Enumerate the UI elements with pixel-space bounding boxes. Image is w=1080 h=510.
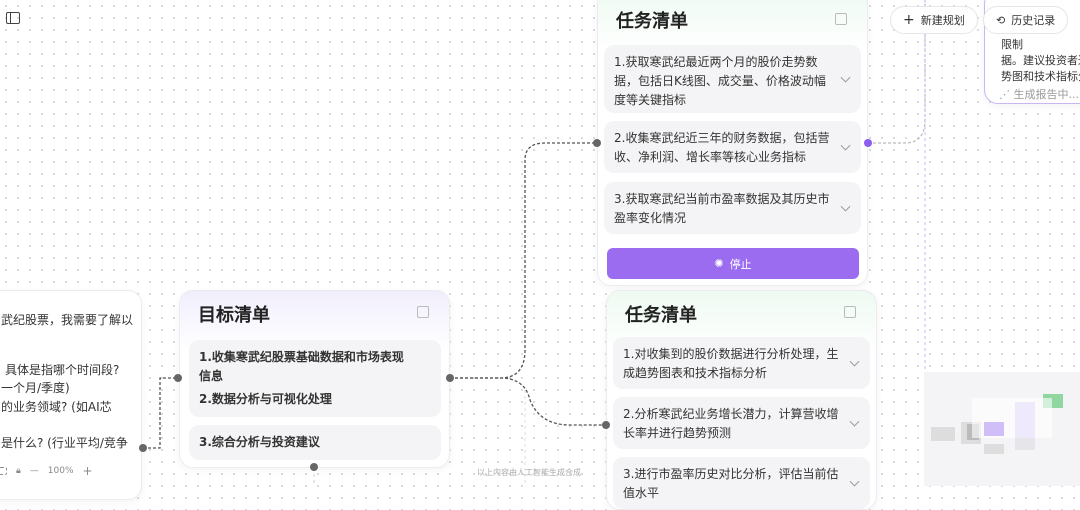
- chevron-down-icon[interactable]: [840, 140, 851, 151]
- chat-line: 武纪股票，我需要了解以: [1, 313, 134, 327]
- connector-node[interactable]: [602, 421, 610, 429]
- report-status: ⋰ 生成报告中...: [999, 88, 1079, 101]
- report-line: 势图和技术指标分: [1001, 70, 1080, 83]
- connector-lines: [143, 0, 926, 486]
- chat-line: 的业务领域? (如AI芯: [1, 400, 112, 414]
- task-card-1: 任务清单 1.获取寒武纪最近两个月的股价走势数据，包括日K线图、成交量、价格波动…: [597, 0, 868, 286]
- goal-card: 目标清单 1.收集寒武纪股票基础数据和市场表现信息 2.数据分析与可视化处理 3…: [179, 290, 450, 468]
- task-item-text: 1.获取寒武纪最近两个月的股价走势数据，包括日K线图、成交量、价格波动幅度等关键…: [614, 55, 826, 107]
- connector-node[interactable]: [864, 139, 872, 147]
- sidebar-toggle-icon[interactable]: [6, 12, 20, 24]
- history-button[interactable]: ⟲历史记录: [983, 6, 1069, 34]
- minimap[interactable]: [924, 372, 1080, 486]
- history-icon: ⟲: [996, 13, 1006, 27]
- task-item[interactable]: 1.对收集到的股价数据进行分析处理，生成趋势图表和技术指标分析: [613, 337, 870, 389]
- loading-icon: ⋰: [999, 88, 1014, 101]
- task-item[interactable]: 3.进行市盈率历史对比分析，评估当前估值水平: [613, 457, 870, 509]
- task-item-text: 2.收集寒武纪近三年的财务数据，包括营收、净利润、增长率等核心业务指标: [614, 131, 830, 164]
- task-card-2: 任务清单 1.对收集到的股价数据进行分析处理，生成趋势图表和技术指标分析 2.分…: [606, 290, 877, 510]
- goal-card-title: 目标清单: [198, 305, 270, 326]
- goal-item[interactable]: 2.数据分析与可视化处理: [189, 382, 441, 417]
- goal-item[interactable]: 3.综合分析与投资建议: [189, 425, 441, 460]
- task-item[interactable]: 3.获取寒武纪当前市盈率数据及其历史市盈率变化情况: [604, 182, 861, 234]
- chat-line: 一个月/季度): [1, 381, 70, 395]
- task-item-text: 3.进行市盈率历史对比分析，评估当前估值水平: [623, 467, 839, 500]
- zoom-in-button[interactable]: +: [82, 464, 93, 478]
- connector-node[interactable]: [174, 374, 182, 382]
- chevron-down-icon[interactable]: [840, 72, 851, 83]
- chevron-down-icon[interactable]: [849, 476, 860, 487]
- chevron-down-icon[interactable]: [849, 416, 860, 427]
- connector-node[interactable]: [446, 374, 454, 382]
- zoom-toolbar: 🔒︎ — 100% +: [0, 459, 99, 483]
- task-item-text: 2.分析寒武纪业务增长潜力，计算营收增长率并进行趋势预测: [623, 407, 839, 440]
- ai-disclaimer: 以上内容由人工智能生成合成: [477, 468, 581, 477]
- report-line: 限制: [1001, 38, 1023, 51]
- task-item[interactable]: 1.获取寒武纪最近两个月的股价走势数据，包括日K线图、成交量、价格波动幅度等关键…: [604, 45, 861, 113]
- spinner-icon: ✺: [714, 257, 724, 270]
- task-item[interactable]: 2.分析寒武纪业务增长潜力，计算营收增长率并进行趋势预测: [613, 397, 870, 449]
- task-item[interactable]: 2.收集寒武纪近三年的财务数据，包括营收、净利润、增长率等核心业务指标: [604, 121, 861, 173]
- fit-view-icon[interactable]: [0, 467, 7, 475]
- new-plan-button[interactable]: +新建规划: [890, 6, 978, 34]
- chevron-down-icon[interactable]: [849, 356, 860, 367]
- chevron-down-icon[interactable]: [840, 201, 851, 212]
- chat-panel: 武纪股票，我需要了解以 具体是指哪个时间段? 一个月/季度) 的业务领域? (如…: [0, 290, 142, 500]
- lock-icon[interactable]: 🔒︎: [16, 466, 21, 476]
- report-line: 据。建议投资者通: [1001, 54, 1080, 67]
- edit-icon[interactable]: [835, 13, 847, 25]
- task-item-text: 1.对收集到的股价数据进行分析处理，生成趋势图表和技术指标分析: [623, 347, 839, 380]
- task-card-title: 任务清单: [625, 305, 697, 326]
- chat-line: 具体是指哪个时间段?: [5, 363, 120, 377]
- plus-icon: +: [903, 12, 915, 28]
- chat-line: 是什么? (行业平均/竞争: [1, 436, 128, 450]
- edit-icon[interactable]: [417, 306, 429, 318]
- connector-node[interactable]: [593, 139, 601, 147]
- zoom-level: 100%: [47, 466, 74, 476]
- task-card-title: 任务清单: [616, 11, 688, 32]
- connector-node[interactable]: [139, 444, 147, 452]
- edit-icon[interactable]: [844, 306, 856, 318]
- stop-label: 停止: [729, 257, 752, 271]
- task-item-text: 3.获取寒武纪当前市盈率数据及其历史市盈率变化情况: [614, 192, 830, 225]
- zoom-out-button[interactable]: —: [29, 466, 39, 476]
- connector-node[interactable]: [310, 463, 318, 471]
- stop-button[interactable]: ✺ 停止: [607, 248, 859, 279]
